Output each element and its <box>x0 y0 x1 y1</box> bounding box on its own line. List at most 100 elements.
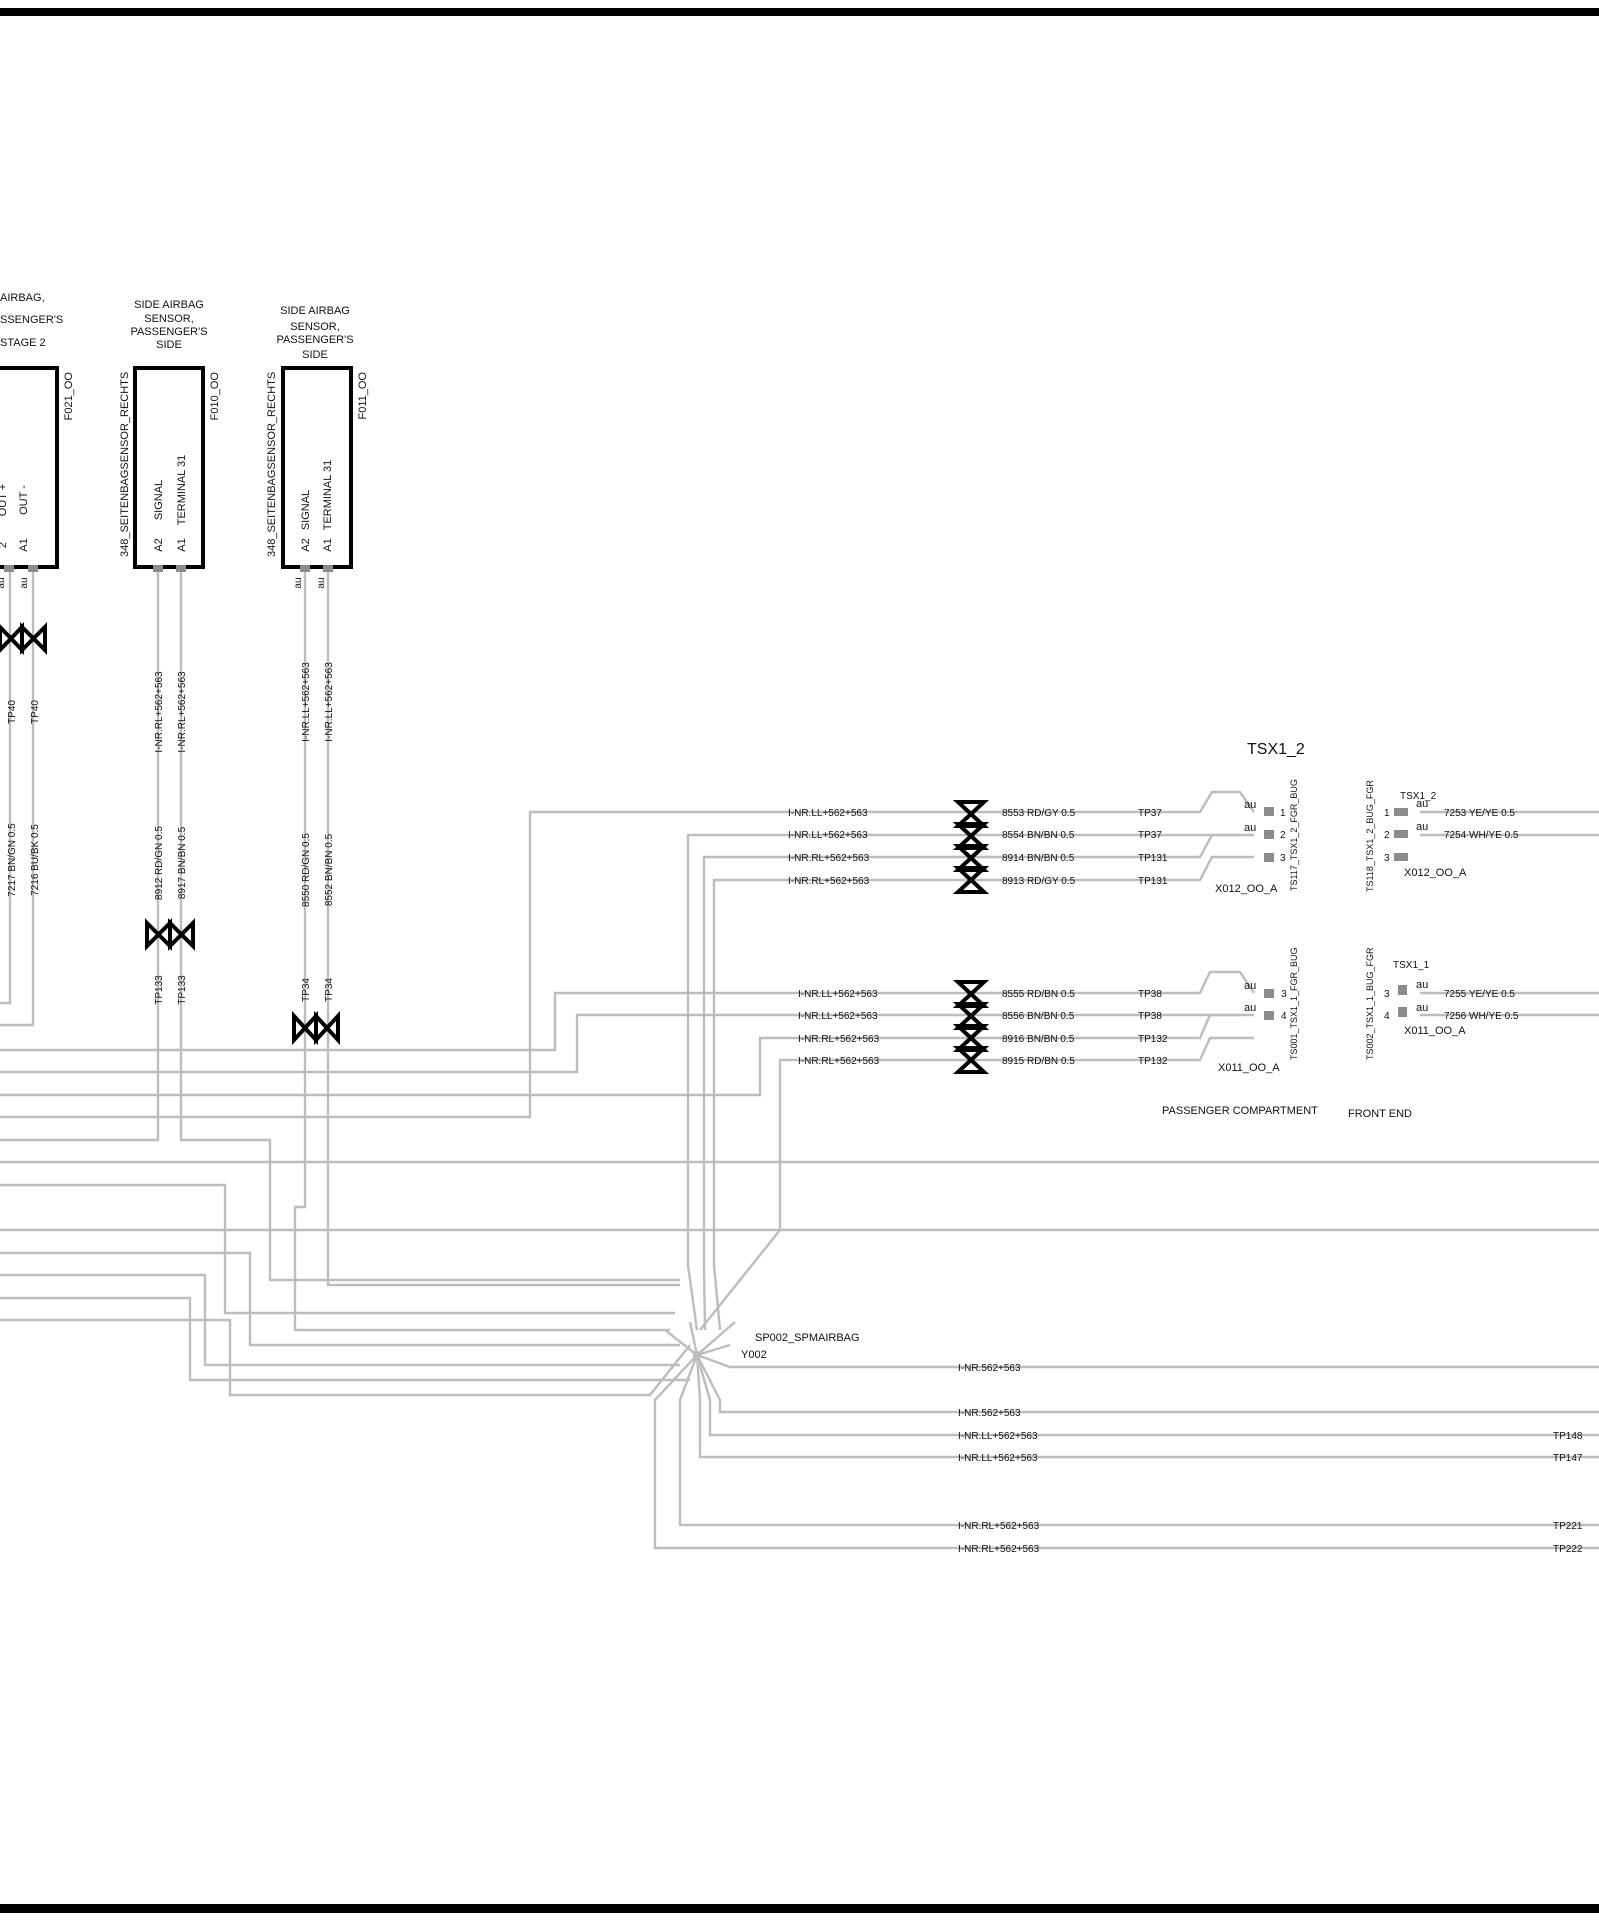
wire-inr-label: I-NR.RL+562+563 <box>798 1056 880 1067</box>
pin-stub <box>176 565 186 572</box>
pin-stub <box>153 565 163 572</box>
wire-out-4 <box>695 1354 1599 1459</box>
pin-label: TERMINAL 31 <box>322 460 334 531</box>
splice-label: TS002_TSX1_1_BUG_FGR <box>1365 947 1375 1060</box>
pin-stub <box>1264 1011 1274 1020</box>
pin-number: 2 <box>0 542 9 548</box>
wire-8916 <box>960 1013 1240 1040</box>
connector-title: TSX1_2 <box>1247 741 1305 758</box>
star-ray-4 <box>688 1321 699 1356</box>
wire-inr-label: I-NR.RL+562+563 <box>788 853 870 864</box>
wire-tp-label: TP131 <box>1138 853 1168 864</box>
pin-number: 4 <box>1384 1011 1390 1022</box>
component-caption-line: SSENGER'S <box>0 314 63 326</box>
connector-name: X012_OO_A <box>1404 867 1467 879</box>
wire-inr-label: I-NR.RL+562+563 <box>788 876 870 887</box>
splice-point[interactable]: SP002_SPMAIRBAG Y002 <box>693 1332 860 1361</box>
wire-8554-route <box>686 833 960 1331</box>
wire-8552 <box>326 570 680 1287</box>
pin-label: OUT - <box>18 485 30 515</box>
component-caption-line: STAGE 2 <box>0 337 46 349</box>
pin-marker: au <box>1416 1002 1428 1014</box>
wire-circuit-label: 8556 BN/BN 0.5 <box>1002 1011 1075 1022</box>
connector-title-small: TSX1_2 <box>1400 791 1437 802</box>
wire-circuit-label: 7253 YE/YE 0.5 <box>1444 808 1515 819</box>
wire-circuit-label: 8914 BN/BN 0.5 <box>1002 853 1075 864</box>
wire-inr-label: I-NR.LL+562+563 <box>788 808 868 819</box>
upper-wire-group[interactable]: TSX1_2 I-NR.LL+562+563 I-NR.LL+562+563 I… <box>788 741 1519 895</box>
component-box <box>281 366 353 569</box>
pin-stub <box>1264 830 1274 839</box>
pin-number: 4 <box>1281 1011 1287 1022</box>
splice-node <box>693 1351 701 1359</box>
wire-8914 <box>960 833 1240 859</box>
component-caption-line: SIDE AIRBAG <box>280 305 350 317</box>
pin-stub <box>1394 830 1408 838</box>
bowtie-symbol <box>952 1046 990 1074</box>
connector-name: X011_OO_A <box>1404 1025 1466 1037</box>
pin-number: 3 <box>1280 853 1286 864</box>
component-caption-line: SIDE AIRBAG <box>134 299 204 311</box>
component-f021[interactable]: AIRBAG, SSENGER'S STAGE 2 F021_OO OUT + … <box>0 292 75 589</box>
wire-circuit-label: 8553 RD/GY 0.5 <box>1002 808 1076 819</box>
wire-8914-route <box>702 855 960 1331</box>
connector-name: X011_OO_A <box>1218 1062 1280 1074</box>
wire-out-5 <box>678 1354 1599 1527</box>
wire-circuit-label: 8550 RD/GN 0.5 <box>301 833 312 907</box>
component-id: F021_OO <box>63 372 75 421</box>
wire-inr-label: I-NR.RL+562+563 <box>798 1034 880 1045</box>
wire-8912 <box>0 570 160 1142</box>
wire-tp-label: TP38 <box>1138 1011 1162 1022</box>
pin-marker: au <box>316 577 327 588</box>
pin-stub <box>1398 985 1407 995</box>
wire-8917 <box>179 570 680 1282</box>
component-caption-line: SENSOR, <box>144 313 194 325</box>
pin-number: A1 <box>176 538 188 551</box>
connector-title-small: TSX1_1 <box>1393 960 1430 971</box>
wire-tp-label: TP38 <box>1138 989 1162 1000</box>
pin-number: A1 <box>18 538 30 551</box>
pin-number: 3 <box>1384 853 1390 864</box>
lower-wire-group[interactable]: I-NR.LL+562+563 I-NR.LL+562+563 I-NR.RL+… <box>798 947 1519 1074</box>
bowtie-symbol <box>0 622 47 655</box>
component-f011[interactable]: SIDE AIRBAG SENSOR, PASSENGER'S SIDE 348… <box>266 305 369 589</box>
wire-circuit-label: 7255 YE/YE 0.5 <box>1444 989 1515 1000</box>
bowtie-symbol <box>292 1010 340 1046</box>
component-id: F011_OO <box>357 372 369 420</box>
wire-out-2 <box>695 1354 1599 1414</box>
bottom-wire-labels: I-NR.562+563 I-NR.562+563 I-NR.LL+562+56… <box>958 1363 1583 1555</box>
wire-8916-route <box>0 1036 960 1097</box>
wire-tp-label: TP222 <box>1553 1544 1583 1555</box>
pin-stub <box>1264 989 1274 998</box>
splice-label: TS118_TSX1_2_BUG_FGR <box>1365 780 1375 892</box>
component-f010[interactable]: SIDE AIRBAG SENSOR, PASSENGER'S SIDE 348… <box>119 299 221 572</box>
wire-tp-label: TP131 <box>1138 876 1168 887</box>
wire-left-4 <box>0 1296 690 1382</box>
wire-circuit-label: 8916 BN/BN 0.5 <box>1002 1034 1075 1045</box>
pin-stub <box>1264 807 1274 816</box>
wire-8553 <box>960 790 1255 814</box>
wire-8913 <box>960 855 1254 882</box>
wire-inr-label: I-NR.LL+562+563 <box>301 662 312 742</box>
wire-8556-route <box>0 1013 960 1074</box>
component-caption-line: PASSENGER'S <box>130 326 207 338</box>
pin-label: TERMINAL 31 <box>176 455 188 526</box>
component-caption-line: SIDE <box>302 349 328 361</box>
pin-marker: au <box>1416 798 1428 810</box>
pin-label: SIGNAL <box>300 490 312 530</box>
pin-stub <box>323 565 333 572</box>
splice-point-name: SP002_SPMAIRBAG <box>755 1332 860 1344</box>
splice-point-id: Y002 <box>741 1349 767 1361</box>
wire-circuit-label: 8912 RD/GN 0.5 <box>154 826 165 900</box>
wire-tp-label: TP147 <box>1553 1453 1583 1464</box>
pin-stub <box>4 565 14 572</box>
pin-stub <box>1394 808 1408 816</box>
zone-label-front-end: FRONT END <box>1348 1108 1412 1120</box>
wire-inr-label: I-NR.LL+562+563 <box>958 1431 1038 1442</box>
wire-out-1 <box>696 1353 1599 1369</box>
wire-circuit-label: 7217 BN/GN 0.5 <box>7 823 18 897</box>
pin-stub <box>1394 853 1408 861</box>
frame-top-bar <box>0 8 1599 16</box>
wire-left-2 <box>0 1251 680 1347</box>
